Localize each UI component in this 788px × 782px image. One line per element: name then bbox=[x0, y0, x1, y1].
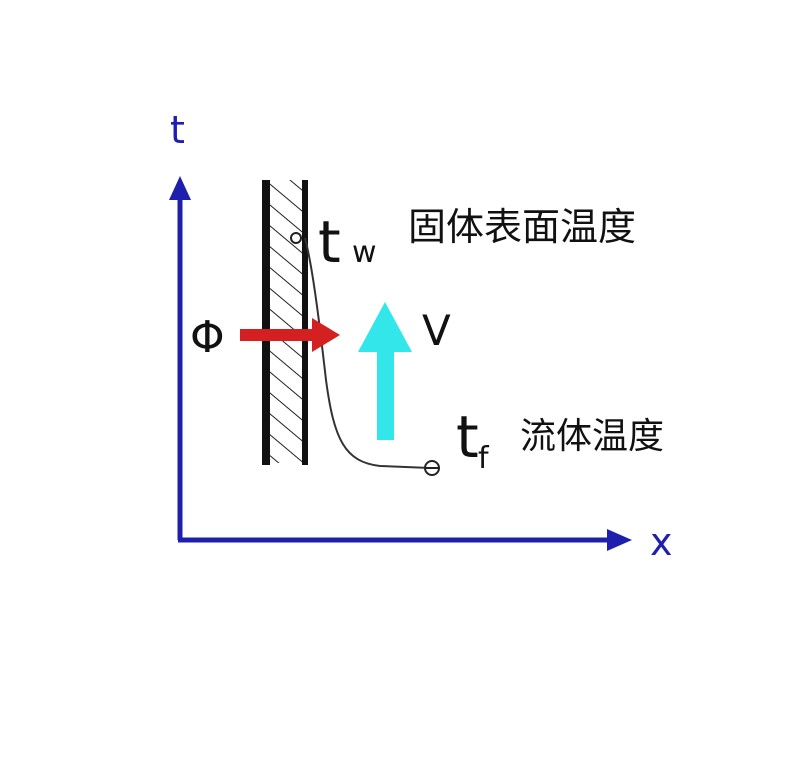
wall-temp-description: 固体表面温度 bbox=[408, 205, 636, 249]
solid-wall bbox=[262, 180, 308, 465]
axes bbox=[169, 176, 632, 551]
wall-hatch bbox=[266, 180, 306, 463]
velocity-arrow bbox=[358, 302, 412, 440]
y-axis-label: t bbox=[170, 108, 185, 152]
heat-flux-label: Φ bbox=[190, 312, 225, 363]
wall-temp-point bbox=[290, 232, 302, 244]
x-axis-label: x bbox=[650, 520, 673, 564]
fluid-temp-subscript: f bbox=[478, 441, 490, 476]
fluid-temp-symbol: t bbox=[456, 403, 479, 471]
x-axis-arrowhead bbox=[607, 529, 632, 551]
fluid-temp-description: 流体温度 bbox=[520, 416, 664, 457]
velocity-label: V bbox=[422, 306, 451, 355]
temperature-profile-curve bbox=[304, 237, 431, 469]
y-axis-arrowhead bbox=[169, 176, 191, 200]
wall-temp-subscript: w bbox=[352, 235, 377, 270]
wall-temp-symbol: t bbox=[318, 208, 341, 276]
heat-flux-arrow bbox=[240, 318, 340, 352]
